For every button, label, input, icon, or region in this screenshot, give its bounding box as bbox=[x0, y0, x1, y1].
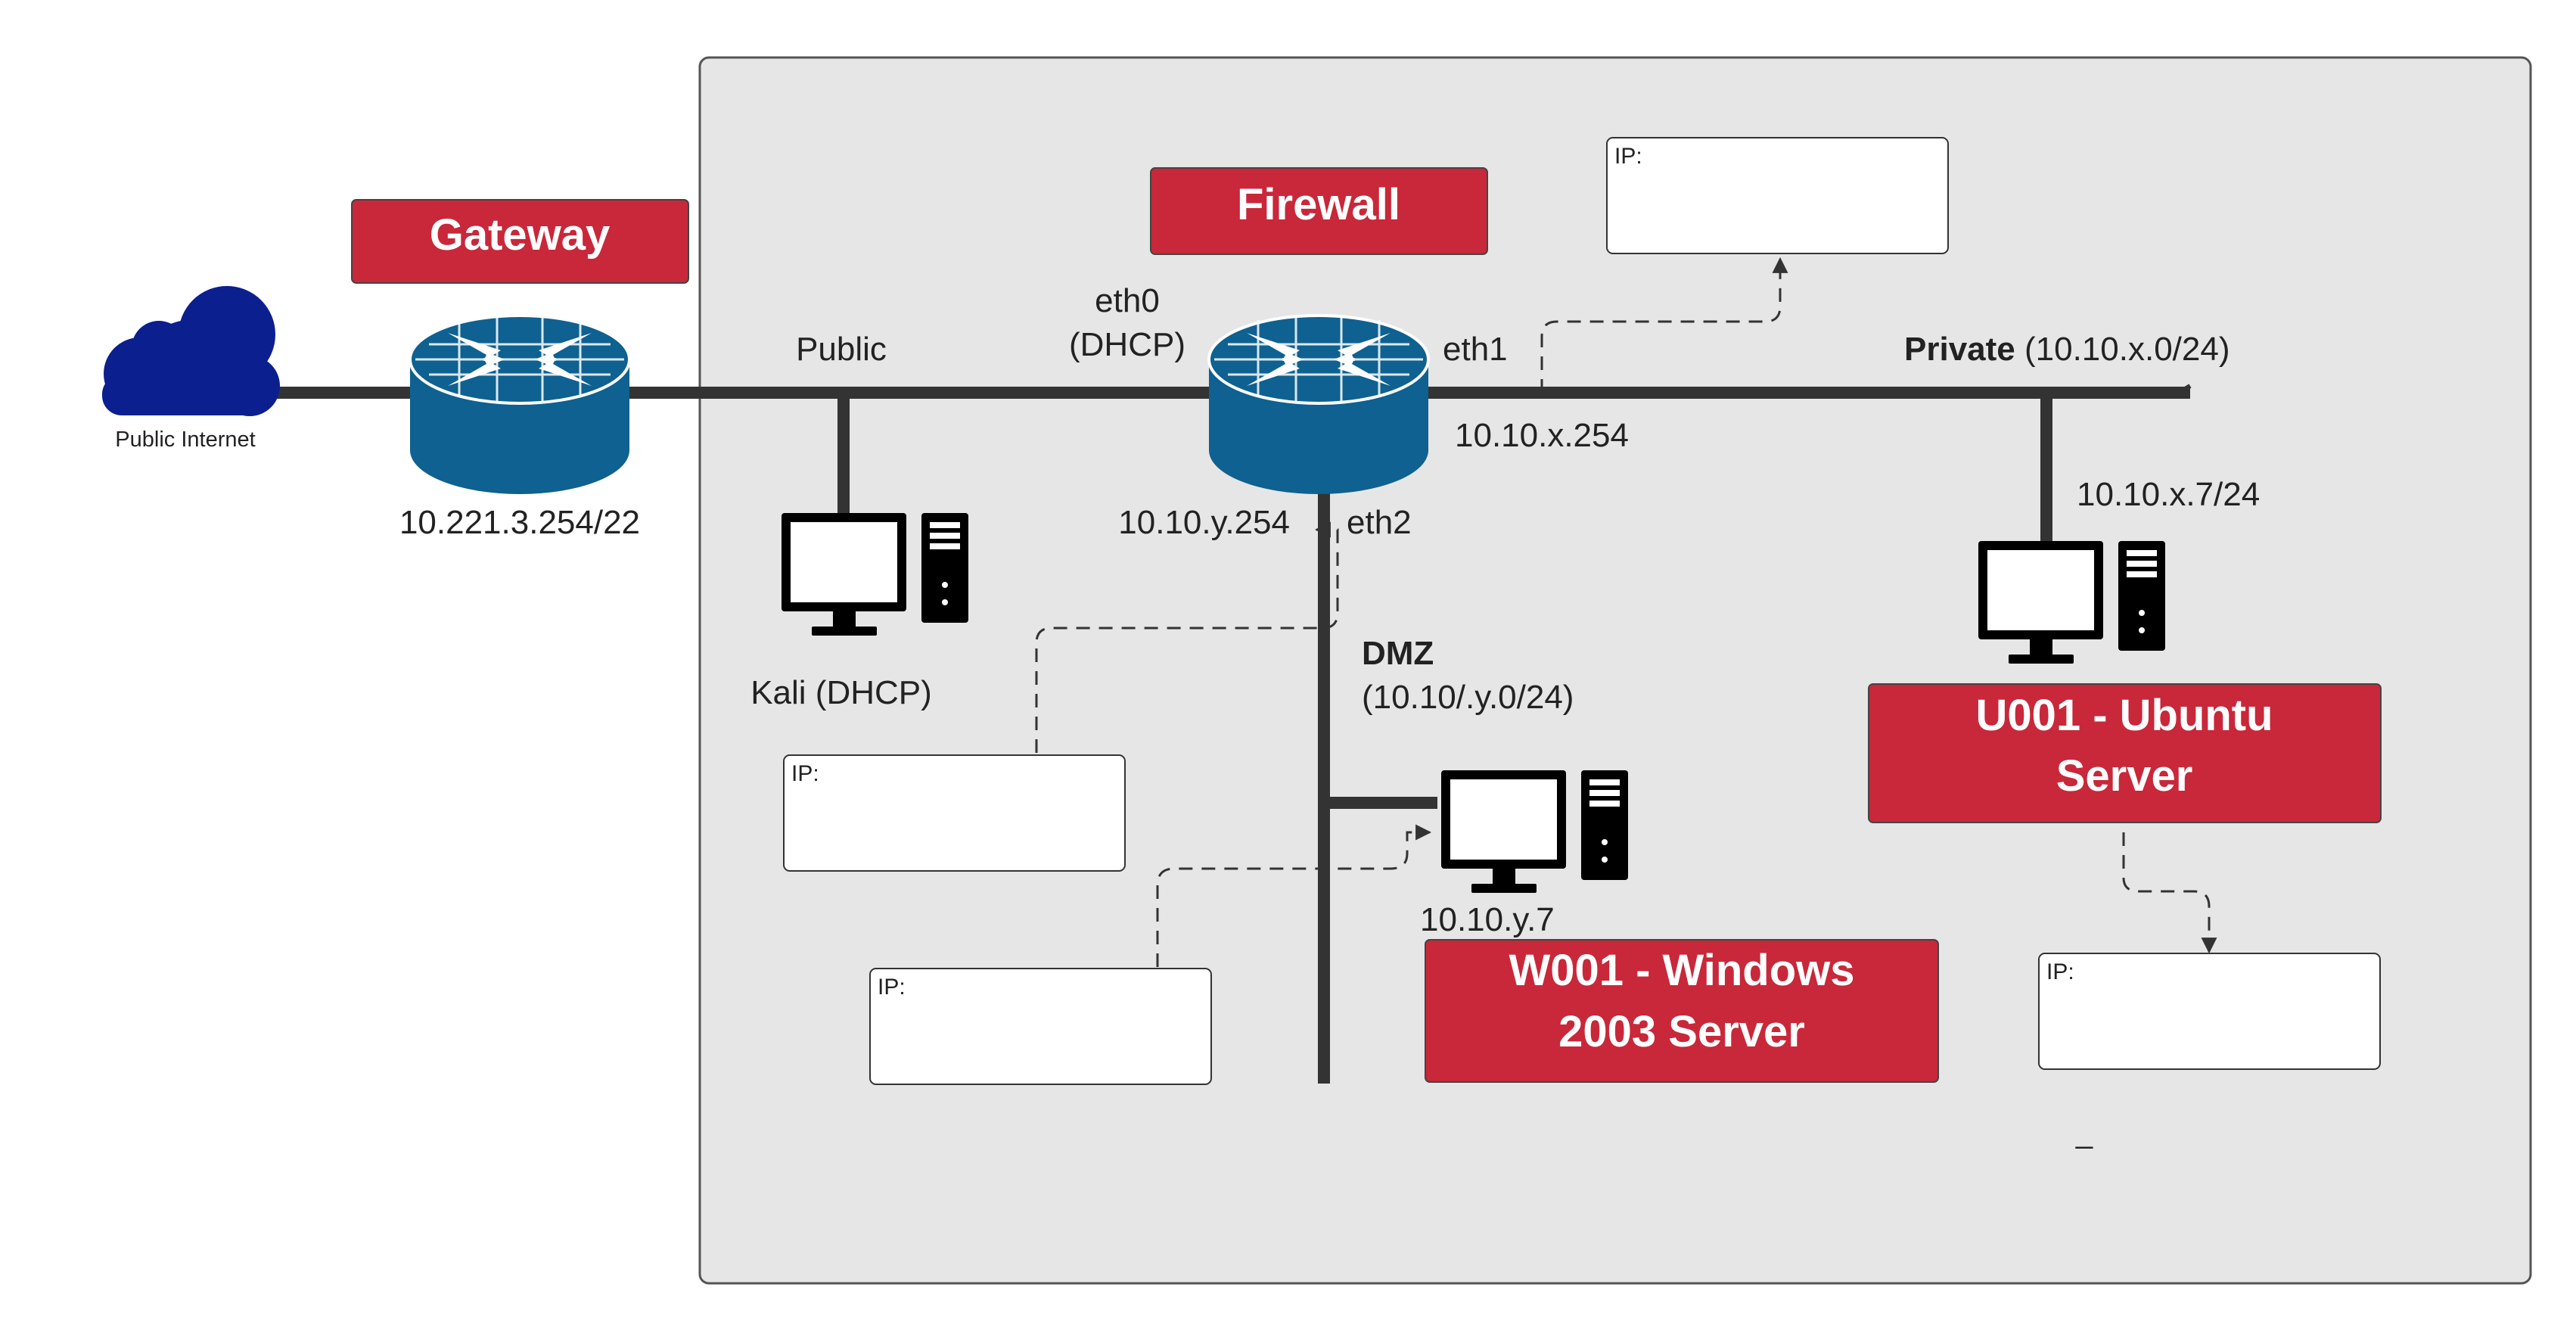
kali-label: Kali (DHCP) bbox=[750, 674, 932, 711]
ubuntu-tag bbox=[1868, 683, 2382, 823]
router-icon bbox=[409, 314, 631, 496]
gateway-ip: 10.221.3.254/22 bbox=[399, 504, 640, 541]
eth1-ip: 10.10.x.254 bbox=[1455, 417, 1629, 454]
windows-ip-note[interactable]: IP: bbox=[869, 968, 1212, 1085]
stray-mark: _ bbox=[2075, 1116, 2093, 1149]
ip-label: IP: bbox=[2046, 959, 2074, 984]
firewall-tag bbox=[1150, 167, 1488, 255]
public-label: Public bbox=[796, 331, 887, 368]
windows-tag bbox=[1425, 939, 1939, 1083]
router-icon bbox=[1207, 314, 1430, 496]
eth0-mode-label: (DHCP) bbox=[1069, 326, 1185, 363]
windows-ip: 10.10.y.7 bbox=[1420, 901, 1555, 938]
private-line-end bbox=[2177, 384, 2192, 395]
eth0-label: eth0 bbox=[1095, 282, 1160, 319]
ip-label: IP: bbox=[878, 975, 906, 1000]
dmz-subnet: (10.10/.y.0/24) bbox=[1362, 679, 1574, 716]
dmz-label: DMZ bbox=[1362, 635, 1434, 672]
gateway-tag bbox=[351, 199, 689, 284]
ip-label: IP: bbox=[1614, 144, 1642, 169]
kali-ip-note[interactable]: IP: bbox=[783, 754, 1126, 872]
eth1-label: eth1 bbox=[1443, 331, 1508, 368]
private-ip-note[interactable]: IP: bbox=[1606, 137, 1949, 254]
gateway-title: Gateway bbox=[430, 210, 611, 260]
windows-title-line1: W001 - Windows bbox=[1509, 946, 1854, 995]
kali-ip-connector bbox=[1035, 521, 1339, 753]
ubuntu-ip-note[interactable]: IP: bbox=[2038, 953, 2381, 1070]
eth2-ip: 10.10.y.254 bbox=[1118, 504, 1290, 541]
private-network-label: Private (10.10.x.0/24) bbox=[1904, 331, 2230, 368]
firewall-title: Firewall bbox=[1237, 180, 1400, 229]
cloud-icon bbox=[102, 286, 280, 416]
public-internet-label: Public Internet bbox=[115, 428, 255, 452]
ubuntu-ip-connector bbox=[2122, 832, 2217, 954]
private-ip-connector bbox=[1540, 257, 1788, 393]
windows-title-line2: 2003 Server bbox=[1558, 1007, 1805, 1056]
eth2-label: eth2 bbox=[1347, 504, 1412, 541]
ubuntu-title-line1: U001 - Ubuntu bbox=[1975, 691, 2273, 740]
ubuntu-title-line2: Server bbox=[2056, 751, 2193, 801]
ubuntu-ip: 10.10.x.7/24 bbox=[2077, 476, 2260, 513]
private-subnet: (10.10.x.0/24) bbox=[2015, 331, 2230, 368]
ip-label: IP: bbox=[791, 761, 819, 786]
windows-ip-connector bbox=[1156, 824, 1432, 967]
private-bold: Private bbox=[1904, 331, 2015, 368]
ip-connectors bbox=[1035, 257, 2217, 967]
